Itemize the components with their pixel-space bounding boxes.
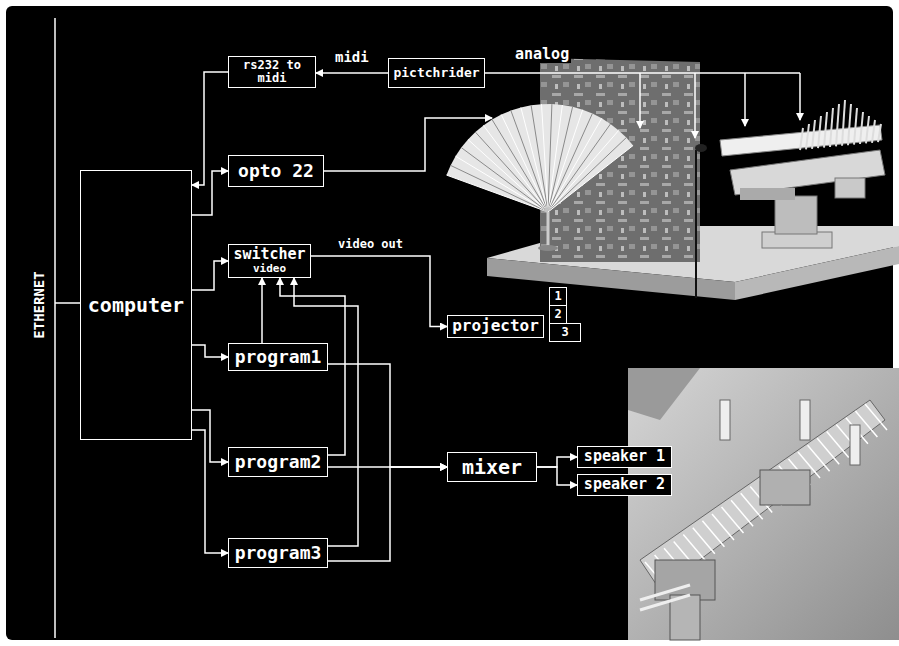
box-label: speaker 2 xyxy=(584,477,665,493)
signal-wire xyxy=(799,73,801,120)
connector xyxy=(192,261,228,290)
connector xyxy=(537,467,577,485)
microphone xyxy=(695,144,707,298)
program-box: program1 xyxy=(228,343,328,371)
box-label: program3 xyxy=(235,544,322,563)
box-label: computer xyxy=(88,295,184,316)
channel-box: 1 xyxy=(549,287,567,306)
speaker-box: speaker 2 xyxy=(577,474,672,496)
signal-wire xyxy=(744,73,746,126)
box-label: rs232 to midi xyxy=(233,59,311,84)
connector xyxy=(537,457,577,467)
box-label: speaker 1 xyxy=(584,449,665,465)
mixer-box: mixer xyxy=(447,452,537,482)
speaker-box: speaker 1 xyxy=(577,446,672,468)
box-label: video xyxy=(253,263,286,275)
box-label: projector xyxy=(452,318,539,335)
connector xyxy=(294,278,358,546)
program-box: program3 xyxy=(228,538,328,568)
fan-sculpture xyxy=(447,104,634,212)
box-label: 2 xyxy=(554,308,561,321)
box-label: program1 xyxy=(235,348,322,367)
signal-wire xyxy=(639,73,641,128)
box-label: 1 xyxy=(554,290,561,303)
box-label: pictchrider xyxy=(393,66,479,80)
channel-box: 2 xyxy=(549,305,567,324)
connector xyxy=(311,256,447,327)
signal-wire xyxy=(324,118,492,171)
signal-wire xyxy=(694,73,696,138)
inset-render xyxy=(628,368,899,640)
connector xyxy=(192,410,228,462)
connector xyxy=(328,364,447,467)
program-box: program2 xyxy=(228,447,328,477)
connector xyxy=(261,278,263,343)
box-label: program2 xyxy=(235,453,322,472)
signal-wire xyxy=(485,72,800,74)
ethernet-bus xyxy=(54,18,56,638)
signal-label: analog xyxy=(513,46,571,63)
connector xyxy=(192,72,228,185)
fan-stand xyxy=(538,212,558,251)
bus-label: ETHERNET xyxy=(32,269,47,340)
box-label: switcher xyxy=(233,247,305,263)
connector xyxy=(192,345,228,357)
box-label: 3 xyxy=(561,326,568,339)
connector xyxy=(316,72,388,74)
converter-box: rs232 to midi xyxy=(228,56,316,88)
bus-tap xyxy=(55,302,80,304)
box-label: mixer xyxy=(462,457,522,478)
pitch-rider-box: pictchrider xyxy=(388,58,485,88)
computer-box: computer xyxy=(80,170,192,440)
connector xyxy=(328,467,447,561)
io-box: opto 22 xyxy=(228,155,324,187)
switcher-box: switchervideo xyxy=(228,244,311,278)
signal-label: midi xyxy=(333,50,371,65)
signal-label: video out xyxy=(336,238,405,251)
channel-box: 3 xyxy=(549,323,581,342)
box-label: opto 22 xyxy=(238,162,314,181)
connector xyxy=(192,430,228,553)
projector-box: projector xyxy=(447,315,544,338)
connector xyxy=(192,171,228,215)
